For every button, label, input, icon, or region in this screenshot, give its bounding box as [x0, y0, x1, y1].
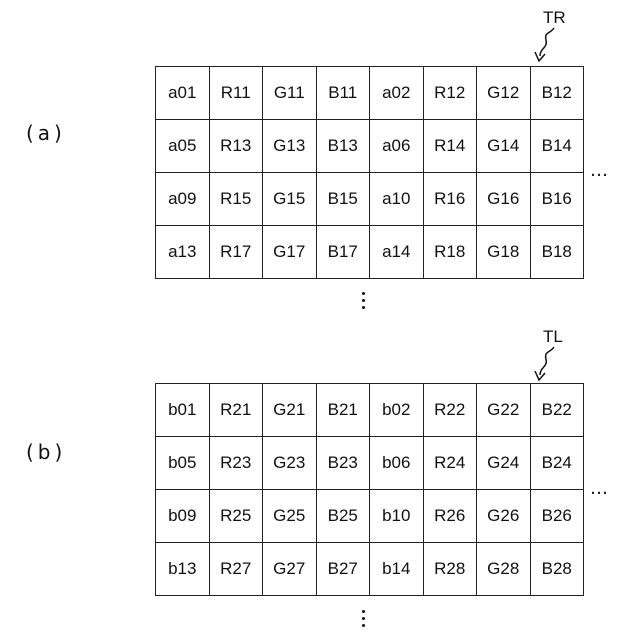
grid-cell: G22 — [477, 384, 531, 437]
grid-row: a09R15G15B15a10R16G16B16 — [156, 173, 584, 226]
grid-row: b05R23G23B23b06R24G24B24 — [156, 437, 584, 490]
grid-cell: R25 — [209, 490, 263, 543]
grid-cell: G23 — [263, 437, 317, 490]
grid-cell: G24 — [477, 437, 531, 490]
grid-cell: R21 — [209, 384, 263, 437]
grid-cell: a02 — [370, 67, 424, 120]
panel-a-label: (a) — [26, 121, 66, 145]
grid-cell: G25 — [263, 490, 317, 543]
grid-cell: R14 — [423, 120, 477, 173]
grid-cell: B28 — [530, 543, 584, 596]
grid-cell: G13 — [263, 120, 317, 173]
grid-cell: b02 — [370, 384, 424, 437]
grid-cell: R24 — [423, 437, 477, 490]
grid-cell: G17 — [263, 226, 317, 279]
panel-b-callout-arrow — [530, 345, 560, 385]
panel-a-ellipsis-right: … — [590, 160, 609, 181]
grid-cell: B23 — [316, 437, 370, 490]
grid-cell: b09 — [156, 490, 210, 543]
panel-a-ellipsis-below — [362, 292, 366, 313]
grid-row: b01R21G21B21b02R22G22B22 — [156, 384, 584, 437]
grid-cell: b10 — [370, 490, 424, 543]
grid-cell: G11 — [263, 67, 317, 120]
grid-cell: B12 — [530, 67, 584, 120]
grid-cell: b14 — [370, 543, 424, 596]
grid-row: a13R17G17B17a14R18G18B18 — [156, 226, 584, 279]
grid-cell: B16 — [530, 173, 584, 226]
grid-cell: R26 — [423, 490, 477, 543]
panel-b-callout-label: TL — [543, 327, 563, 347]
grid-cell: G27 — [263, 543, 317, 596]
grid-row: b09R25G25B25b10R26G26B26 — [156, 490, 584, 543]
grid-cell: B13 — [316, 120, 370, 173]
grid-cell: G21 — [263, 384, 317, 437]
grid-cell: R16 — [423, 173, 477, 226]
grid-cell: a01 — [156, 67, 210, 120]
grid-cell: B21 — [316, 384, 370, 437]
grid-cell: a10 — [370, 173, 424, 226]
grid-cell: b05 — [156, 437, 210, 490]
grid-row: b13R27G27B27b14R28G28B28 — [156, 543, 584, 596]
panel-b-label: (b) — [26, 440, 66, 464]
grid-cell: R11 — [209, 67, 263, 120]
grid-cell: G14 — [477, 120, 531, 173]
grid-cell: B22 — [530, 384, 584, 437]
grid-cell: R18 — [423, 226, 477, 279]
panel-a-callout-arrow — [530, 26, 560, 66]
grid-cell: B11 — [316, 67, 370, 120]
grid-cell: R15 — [209, 173, 263, 226]
grid-cell: a13 — [156, 226, 210, 279]
grid-cell: R12 — [423, 67, 477, 120]
grid-cell: G18 — [477, 226, 531, 279]
grid-cell: R17 — [209, 226, 263, 279]
grid-cell: B18 — [530, 226, 584, 279]
grid-cell: b01 — [156, 384, 210, 437]
grid-cell: B15 — [316, 173, 370, 226]
grid-cell: R28 — [423, 543, 477, 596]
panel-b-ellipsis-right: … — [590, 478, 609, 499]
grid-cell: G26 — [477, 490, 531, 543]
panel-b-grid: b01R21G21B21b02R22G22B22b05R23G23B23b06R… — [155, 383, 584, 596]
grid-cell: a05 — [156, 120, 210, 173]
grid-cell: G16 — [477, 173, 531, 226]
grid-cell: B17 — [316, 226, 370, 279]
grid-cell: G28 — [477, 543, 531, 596]
panel-a-grid: a01R11G11B11a02R12G12B12a05R13G13B13a06R… — [155, 66, 584, 279]
grid-cell: a06 — [370, 120, 424, 173]
grid-cell: R23 — [209, 437, 263, 490]
grid-cell: a09 — [156, 173, 210, 226]
grid-cell: G12 — [477, 67, 531, 120]
grid-cell: B26 — [530, 490, 584, 543]
grid-cell: G15 — [263, 173, 317, 226]
grid-cell: R22 — [423, 384, 477, 437]
grid-cell: B27 — [316, 543, 370, 596]
grid-cell: a14 — [370, 226, 424, 279]
grid-row: a01R11G11B11a02R12G12B12 — [156, 67, 584, 120]
grid-cell: b13 — [156, 543, 210, 596]
panel-b-ellipsis-below — [362, 610, 366, 631]
grid-cell: B14 — [530, 120, 584, 173]
panel-a-callout-label: TR — [543, 8, 566, 28]
grid-cell: B25 — [316, 490, 370, 543]
grid-cell: R27 — [209, 543, 263, 596]
grid-cell: b06 — [370, 437, 424, 490]
grid-row: a05R13G13B13a06R14G14B14 — [156, 120, 584, 173]
grid-cell: B24 — [530, 437, 584, 490]
grid-cell: R13 — [209, 120, 263, 173]
